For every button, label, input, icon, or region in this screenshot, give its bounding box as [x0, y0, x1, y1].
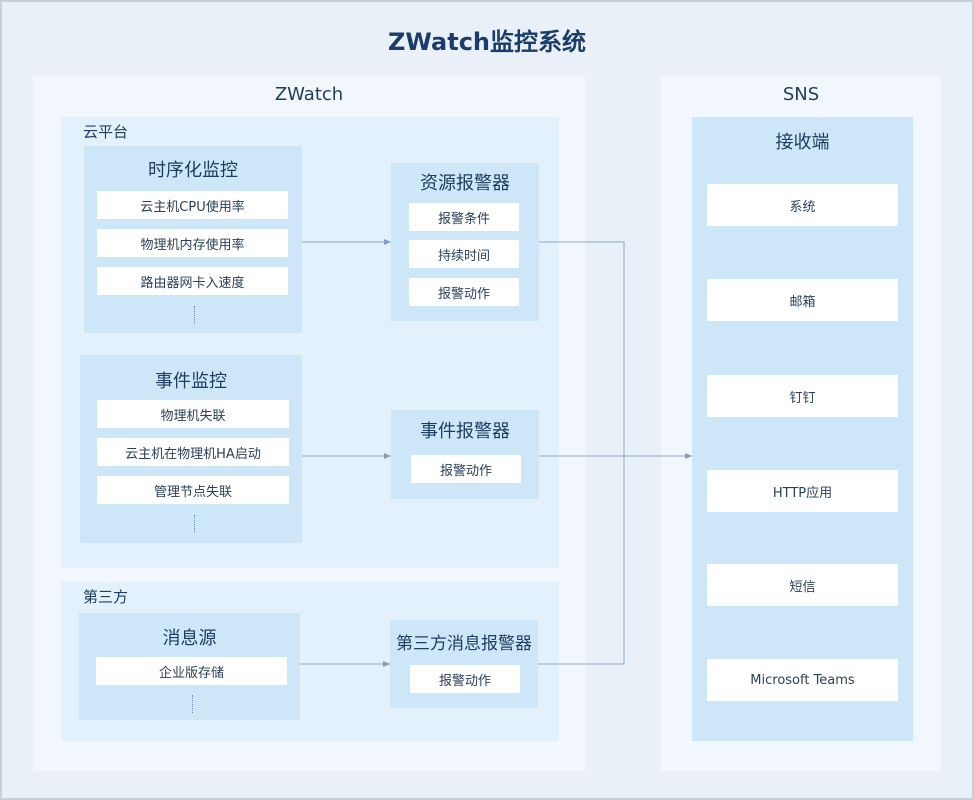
resource-alarm-item: 持续时间 [409, 240, 519, 268]
receiver-item: 邮箱 [707, 279, 898, 321]
zwatch-label: ZWatch [274, 84, 344, 105]
receiver-item: HTTP应用 [707, 470, 898, 512]
event-alarm-group: 事件报警器 报警动作 [391, 410, 539, 499]
connector-resource-alarm-to-sns [539, 241, 625, 456]
resource-alarm-item: 报警条件 [409, 203, 519, 231]
diagram-title: ZWatch监控系统 [388, 28, 586, 56]
resource-alarm-group: 资源报警器 报警条件 持续时间 报警动作 [391, 163, 539, 321]
timeseries-monitor-group: 时序化监控 云主机CPU使用率 物理机内存使用率 路由器网卡入速度 [84, 146, 302, 333]
more-items-ellipsis [194, 515, 195, 533]
timeseries-item: 物理机内存使用率 [97, 229, 288, 257]
timeseries-item: 路由器网卡入速度 [97, 267, 288, 295]
event-alarm-item: 报警动作 [411, 455, 521, 483]
receiver-item: 钉钉 [707, 375, 898, 417]
cloud-platform-label: 云平台 [83, 123, 129, 141]
resource-alarm-item: 报警动作 [409, 278, 519, 306]
receiver-item: Microsoft Teams [707, 659, 898, 701]
receiver-item: 短信 [707, 564, 898, 606]
more-items-ellipsis [192, 695, 193, 713]
more-items-ellipsis [194, 306, 195, 324]
receiver-item: 系统 [707, 184, 898, 226]
event-alarm-label: 事件报警器 [420, 421, 510, 442]
event-monitor-item: 管理节点失联 [97, 476, 289, 504]
connector-third-alarm-to-sns [538, 456, 625, 665]
message-source-group: 消息源 企业版存储 [79, 613, 300, 720]
message-source-item: 企业版存储 [96, 657, 287, 685]
resource-alarm-label: 资源报警器 [420, 173, 510, 194]
timeseries-item: 云主机CPU使用率 [97, 191, 288, 219]
third-party-label: 第三方 [83, 588, 129, 606]
event-monitor-label: 事件监控 [155, 371, 227, 392]
message-source-label: 消息源 [162, 628, 217, 649]
third-party-alarm-group: 第三方消息报警器 报警动作 [390, 620, 538, 708]
third-party-alarm-label: 第三方消息报警器 [396, 634, 532, 654]
sns-label: SNS [782, 84, 820, 105]
receiver-label: 接收端 [775, 132, 830, 153]
event-monitor-item: 云主机在物理机HA启动 [97, 438, 289, 466]
event-monitor-item: 物理机失联 [97, 400, 289, 428]
third-party-alarm-item: 报警动作 [410, 665, 520, 693]
event-monitor-group: 事件监控 物理机失联 云主机在物理机HA启动 管理节点失联 [80, 355, 302, 543]
receiver-group: 接收端 系统 邮箱 钉钉 HTTP应用 短信 Microsoft Teams [692, 117, 913, 741]
timeseries-monitor-label: 时序化监控 [148, 160, 238, 181]
